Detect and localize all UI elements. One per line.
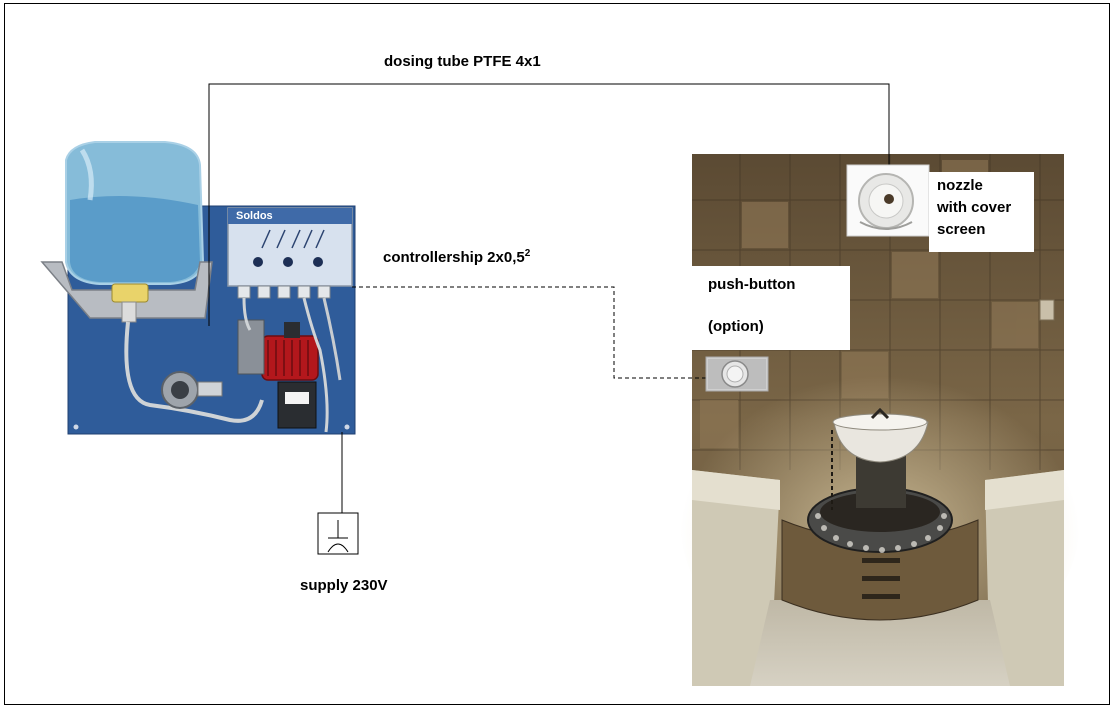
dosing-tube-label: dosing tube PTFE 4x1 — [384, 53, 541, 70]
dosing-tube-line — [208, 83, 890, 326]
push-button-option-label: (option) — [708, 318, 764, 335]
controllership-superscript: 2 — [524, 248, 531, 259]
push-button-label: push-button — [708, 276, 796, 293]
device-brand-text: Soldos — [236, 210, 273, 222]
controllership-text: controllership 2x0,5 — [383, 249, 525, 266]
push-button-icon — [705, 356, 769, 392]
power-plug-icon — [317, 512, 359, 555]
push-button-label-box — [692, 266, 850, 350]
nozzle-label-line1: nozzle — [937, 177, 983, 194]
controllership-label: controllership 2x0,52 — [383, 248, 530, 266]
nozzle-label-box — [929, 172, 1034, 252]
controller-cable-line — [352, 286, 706, 379]
nozzle-label-line3: screen — [937, 221, 986, 238]
supply-label: supply 230V — [300, 577, 388, 594]
nozzle-label: nozzle with cover screen — [937, 175, 1011, 241]
nozzle-icon — [846, 164, 930, 237]
nozzle-label-line2: with cover — [937, 199, 1012, 216]
